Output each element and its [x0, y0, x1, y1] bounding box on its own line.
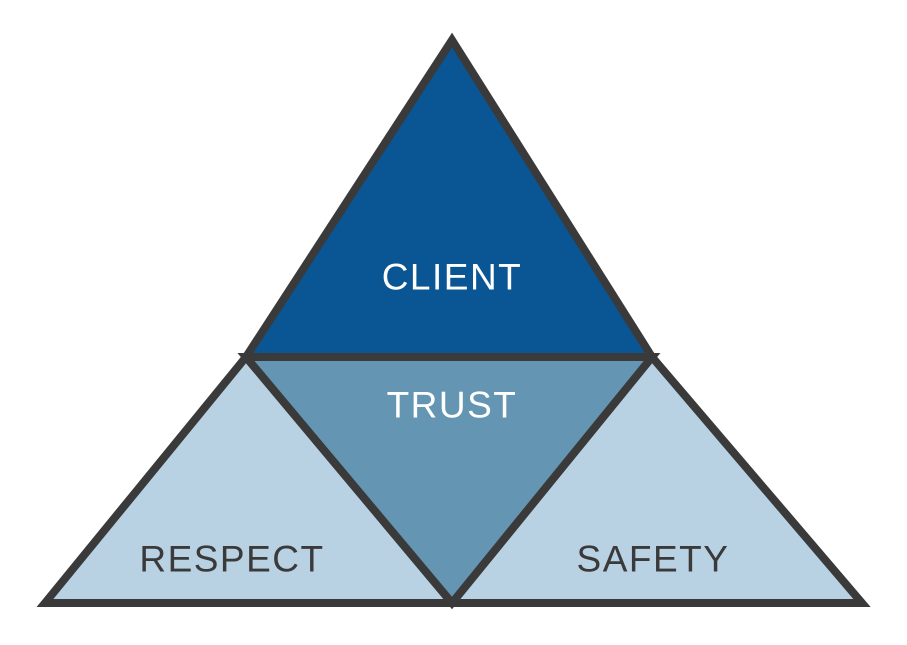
- trust-label: TRUST: [387, 385, 518, 426]
- safety-label: SAFETY: [577, 539, 730, 580]
- client-label: CLIENT: [382, 257, 523, 298]
- respect-label: RESPECT: [139, 539, 324, 580]
- client-section: [238, 32, 660, 361]
